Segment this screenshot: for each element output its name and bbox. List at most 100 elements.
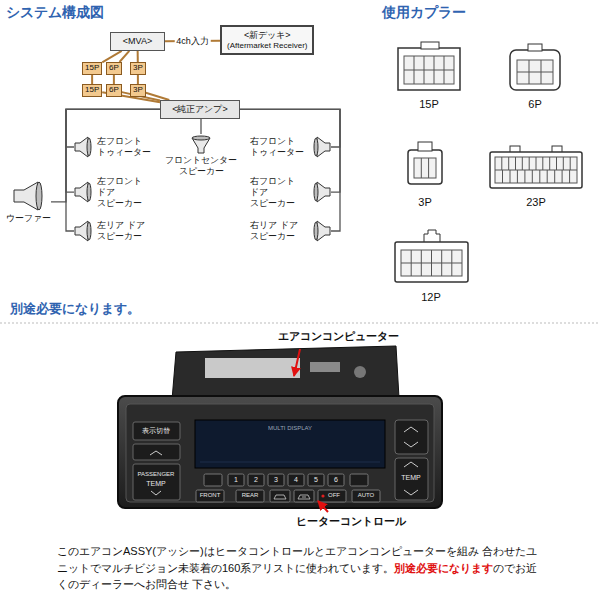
ac-unit-photo	[172, 346, 399, 400]
ac-unit-photo	[395, 458, 428, 500]
coupler-caption: 3P	[418, 196, 431, 209]
coupler-6p-drawing	[528, 44, 542, 51]
button-number: 5	[314, 476, 318, 484]
coupler-3p-drawing	[418, 142, 432, 151]
ac-unit-photo	[196, 490, 224, 502]
coupler-3p-drawing	[421, 158, 428, 178]
coupler-12p-drawing	[424, 230, 440, 242]
node-text: 3P	[133, 64, 143, 73]
wire	[240, 109, 340, 231]
coupler-23p-drawing	[495, 157, 577, 183]
display-label: MULTI DISPLAY	[268, 425, 312, 432]
ac-unit-photo	[200, 462, 380, 463]
ac-unit-photo	[354, 366, 366, 378]
button-number: 4	[294, 476, 298, 484]
ac-unit-photo	[298, 495, 310, 499]
receiver-box: <新デッキ>(Aftermarket Receiver)	[220, 25, 314, 55]
coupler-box: 6P	[106, 62, 122, 75]
ac-unit-photo	[133, 422, 180, 440]
speaker-icon	[190, 134, 212, 154]
node-text: 左リア ドア スピーカー	[97, 220, 155, 242]
ac-unit-photo	[126, 404, 434, 502]
speaker-icon	[317, 221, 330, 241]
ac-unit-photo	[318, 490, 346, 502]
speaker-icon	[74, 181, 94, 203]
coupler-box: 3P	[130, 84, 146, 97]
coupler-15p-drawing	[404, 56, 454, 84]
button-label: FRONT	[200, 492, 221, 499]
button-label: OFF	[328, 492, 340, 499]
button-label: TEMP	[401, 474, 420, 482]
coupler-23p-drawing	[490, 152, 582, 188]
coupler-box: 6P	[106, 84, 122, 97]
speaker: 左フロント トゥィーター	[74, 136, 155, 158]
node-text: 3P	[133, 86, 143, 95]
coupler-15p-drawing	[398, 48, 460, 90]
coupler-caption: 15P	[419, 98, 439, 111]
speaker-icon	[87, 138, 91, 156]
node-text: ウーファー	[6, 213, 51, 224]
section-heading: 使用カプラー	[382, 4, 466, 20]
ac-unit-photo	[328, 474, 344, 486]
speaker-icon	[311, 181, 331, 203]
button-label: REAR	[242, 492, 259, 499]
coupler-6p-drawing	[510, 44, 560, 90]
coupler-12p-drawing	[401, 250, 462, 276]
wire	[113, 75, 115, 84]
speaker-icon	[14, 182, 38, 210]
speaker: 右フロント トゥィーター	[250, 136, 331, 158]
node-text: 15P	[85, 86, 99, 95]
speaker: フロントセンター スピーカー	[161, 134, 241, 177]
speaker-icon	[12, 180, 46, 212]
button-label: TEMP	[146, 480, 165, 488]
mva-box: <MVA>	[110, 32, 165, 51]
button-number: 3	[274, 476, 278, 484]
node-text: <新デッキ>	[227, 30, 307, 41]
coupler-6p-drawing	[510, 50, 560, 90]
wire	[137, 75, 139, 84]
paragraph-emphasis: 別途必要になります	[394, 562, 493, 574]
coupler-6p-drawing	[517, 60, 553, 84]
wire	[102, 51, 121, 63]
coupler-box: 15P	[82, 62, 102, 75]
ac-unit-photo	[204, 474, 222, 486]
divider-line	[0, 323, 600, 324]
callout-arrow	[294, 349, 300, 376]
speaker-icon	[314, 183, 318, 201]
coupler-3p-drawing	[408, 142, 442, 184]
coupler-box: 3P	[130, 62, 146, 75]
button-label: 表示切替	[142, 427, 170, 435]
node-text: 15P	[85, 64, 99, 73]
speaker-icon	[36, 182, 42, 210]
speaker-icon	[87, 183, 91, 201]
coupler-15p-drawing	[421, 42, 439, 49]
ac-unit-photo	[308, 474, 324, 486]
button-number: 2	[254, 476, 258, 484]
speaker-icon	[314, 222, 318, 240]
coupler-23p-drawing	[490, 146, 582, 188]
wire	[119, 51, 129, 62]
node-text: フロントセンター スピーカー	[161, 155, 241, 177]
ac-unit-photo	[205, 358, 300, 378]
coupler-12p-drawing	[395, 242, 468, 282]
node-text: <純正アンプ>	[166, 104, 234, 115]
callout-label: エアコンコンピューター	[278, 330, 399, 343]
ac-unit-photo	[274, 495, 286, 499]
wire	[91, 75, 93, 84]
ac-unit-photo	[248, 474, 264, 486]
speaker-icon	[75, 137, 88, 157]
speaker: 左リア ドア スピーカー	[74, 220, 155, 242]
wire	[66, 109, 160, 231]
callout-label: ヒーターコントロール	[296, 515, 406, 528]
ac-unit-photo	[352, 490, 380, 502]
node-text: 右フロント ドア スピーカー	[250, 176, 308, 208]
speaker-icon	[75, 182, 88, 202]
callout-arrow	[318, 501, 328, 512]
wire-label: 4ch入力	[174, 36, 211, 46]
node-text: 左フロント トゥィーター	[97, 136, 155, 158]
coupler-15p-drawing	[398, 42, 460, 90]
speaker-icon	[317, 182, 330, 202]
coupler-6p-drawing	[517, 60, 553, 84]
speaker-icon	[75, 221, 88, 241]
ac-unit-photo	[195, 420, 385, 468]
